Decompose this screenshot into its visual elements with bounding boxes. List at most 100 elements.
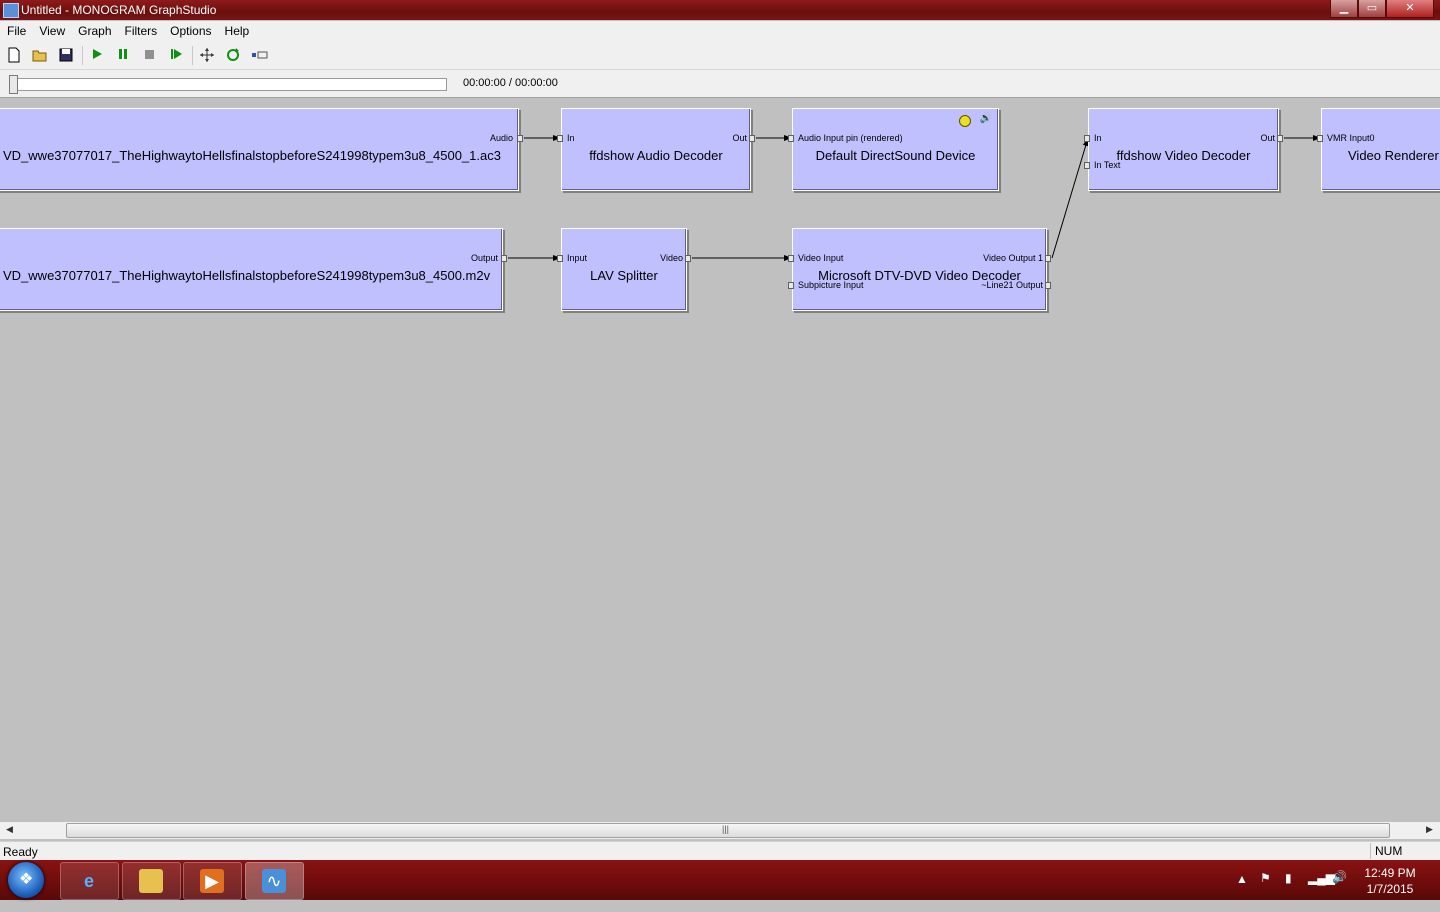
filter-lav-splitter[interactable]: Input LAV Splitter Video	[557, 228, 691, 311]
pin-label: Output	[470, 253, 498, 263]
filter-dtv-dvd-video-decoder[interactable]: Video Input Subpicture Input Microsoft D…	[788, 228, 1051, 311]
window-title: Untitled - MONOGRAM GraphStudio	[21, 3, 217, 17]
show-hidden-icons[interactable]: ▲	[1236, 872, 1248, 886]
pin-label: In	[1094, 133, 1102, 143]
input-pin[interactable]	[788, 135, 794, 142]
grip-icon: |||	[722, 824, 730, 834]
output-pin[interactable]	[1277, 135, 1283, 142]
window-controls: ▁ ▭ ✕	[1330, 0, 1434, 18]
pin-label: In Text	[1094, 160, 1121, 170]
close-button[interactable]: ✕	[1386, 0, 1434, 18]
menu-view[interactable]: View	[39, 24, 66, 38]
open-icon[interactable]	[32, 47, 48, 63]
pin-label: Audio Input pin (rendered)	[798, 133, 903, 143]
menu-filters[interactable]: Filters	[124, 24, 158, 38]
status-bar: Ready NUM	[0, 841, 1440, 861]
menu-graph[interactable]: Graph	[78, 24, 112, 38]
graphstudio-icon: ∿	[262, 869, 286, 893]
menu-options[interactable]: Options	[170, 24, 212, 38]
save-icon[interactable]	[58, 47, 74, 63]
input-pin[interactable]	[788, 255, 794, 262]
seek-bar: 00:00:00 / 00:00:00	[0, 70, 1440, 98]
filter-name: Default DirectSound Device	[815, 148, 976, 163]
filter-name: Microsoft DTV-DVD Video Decoder	[818, 268, 1021, 283]
ie-icon: e	[83, 871, 94, 891]
volume-icon[interactable]: 🔊	[1332, 870, 1347, 884]
output-pin[interactable]	[517, 135, 523, 142]
filter-ac3-source[interactable]: VD_wwe37077017_TheHighwaytoHellsfinalsto…	[0, 108, 523, 191]
scroll-left-icon[interactable]: ◀	[6, 824, 13, 834]
app-icon	[3, 3, 19, 18]
system-clock[interactable]: 12:49 PM 1/7/2015	[1358, 865, 1422, 897]
output-pin[interactable]	[685, 255, 691, 262]
seek-track[interactable]	[9, 78, 447, 91]
graph-canvas[interactable]: VD_wwe37077017_TheHighwaytoHellsfinalsto…	[0, 98, 1440, 822]
filter-name: Video Renderer	[1348, 148, 1439, 163]
pin-label: Out	[732, 133, 747, 143]
pin-label: Out	[1260, 133, 1275, 143]
menu-bar: File View Graph Filters Options Help	[0, 21, 1440, 42]
input-pin[interactable]	[557, 255, 563, 262]
speaker-icon: 🔊	[979, 113, 992, 124]
start-button[interactable]: ❖	[8, 862, 44, 898]
pin-label: Video	[660, 253, 683, 263]
taskbar-internet-explorer[interactable]: e	[60, 862, 119, 900]
filter-directsound-device[interactable]: Audio Input pin (rendered) Default Direc…	[788, 108, 999, 191]
taskbar-explorer[interactable]	[122, 862, 181, 900]
filter-name: VD_wwe37077017_TheHighwaytoHellsfinalsto…	[3, 268, 491, 283]
output-pin[interactable]	[1045, 255, 1051, 262]
input-pin[interactable]	[557, 135, 563, 142]
new-icon[interactable]	[6, 47, 22, 63]
menu-help[interactable]: Help	[224, 24, 250, 38]
input-pin-text[interactable]	[1084, 162, 1090, 169]
pin-label: In	[567, 133, 575, 143]
taskbar-media-player[interactable]: ▶	[183, 862, 242, 900]
maximize-button[interactable]: ▭	[1358, 0, 1386, 18]
filter-name: VD_wwe37077017_TheHighwaytoHellsfinalsto…	[3, 148, 501, 163]
pause-icon[interactable]	[115, 47, 131, 63]
connection-line	[1051, 137, 1089, 259]
input-pin[interactable]	[1084, 135, 1090, 142]
arrange-icon[interactable]	[199, 47, 215, 63]
stop-icon[interactable]	[141, 47, 157, 63]
output-pin-line21[interactable]	[1045, 282, 1051, 289]
filter-video-renderer[interactable]: VMR Input0 Video Renderer	[1317, 108, 1440, 191]
num-lock-indicator: NUM	[1370, 843, 1440, 859]
step-icon[interactable]	[168, 47, 184, 63]
minimize-button[interactable]: ▁	[1330, 0, 1358, 18]
power-icon[interactable]: ▮	[1285, 871, 1292, 885]
scroll-right-icon[interactable]: ▶	[1426, 824, 1433, 834]
input-pin-subpicture[interactable]	[788, 282, 794, 289]
media-player-icon: ▶	[200, 869, 224, 893]
filter-name: LAV Splitter	[590, 268, 658, 283]
folder-icon	[139, 869, 163, 893]
input-pin[interactable]	[1317, 135, 1323, 142]
action-center-flag-icon[interactable]: ⚑	[1260, 871, 1271, 885]
pin-label: Input	[567, 253, 588, 263]
refresh-icon[interactable]	[225, 47, 241, 63]
pin-label: Audio	[489, 133, 513, 143]
seek-thumb[interactable]	[9, 75, 18, 94]
status-text: Ready	[3, 845, 38, 859]
clock-date: 1/7/2015	[1366, 882, 1414, 896]
time-readout: 00:00:00 / 00:00:00	[463, 77, 558, 89]
horizontal-scrollbar[interactable]: ◀ ||| ▶	[0, 822, 1440, 839]
menu-file[interactable]: File	[7, 24, 27, 38]
pin-label: VMR Input0	[1327, 133, 1375, 143]
filter-name: ffdshow Video Decoder	[1116, 148, 1251, 163]
play-icon[interactable]	[89, 47, 105, 63]
title-bar: Untitled - MONOGRAM GraphStudio ▁ ▭ ✕	[0, 0, 1440, 20]
seek-icon[interactable]	[251, 47, 268, 63]
output-pin[interactable]	[501, 255, 507, 262]
network-icon[interactable]: ▂▄▆	[1308, 871, 1335, 885]
taskbar-graphstudio[interactable]: ∿	[245, 862, 304, 900]
scroll-thumb[interactable]: |||	[66, 823, 1390, 838]
taskbar: ❖ e ▶ ∿ ▲ ⚑ ▮ ▂▄▆ 🔊 12:49 PM 1/7/2015	[0, 860, 1440, 900]
filter-ffdshow-video-decoder[interactable]: In In Text ffdshow Video Decoder Out	[1084, 108, 1283, 191]
windows-logo-icon: ❖	[19, 871, 34, 888]
filter-ffdshow-audio-decoder[interactable]: In ffdshow Audio Decoder Out	[557, 108, 755, 191]
pin-label: Subpicture Input	[798, 280, 864, 290]
filter-m2v-source[interactable]: VD_wwe37077017_TheHighwaytoHellsfinalsto…	[0, 228, 507, 311]
pin-label: ~Line21 Output	[981, 280, 1043, 290]
output-pin[interactable]	[749, 135, 755, 142]
